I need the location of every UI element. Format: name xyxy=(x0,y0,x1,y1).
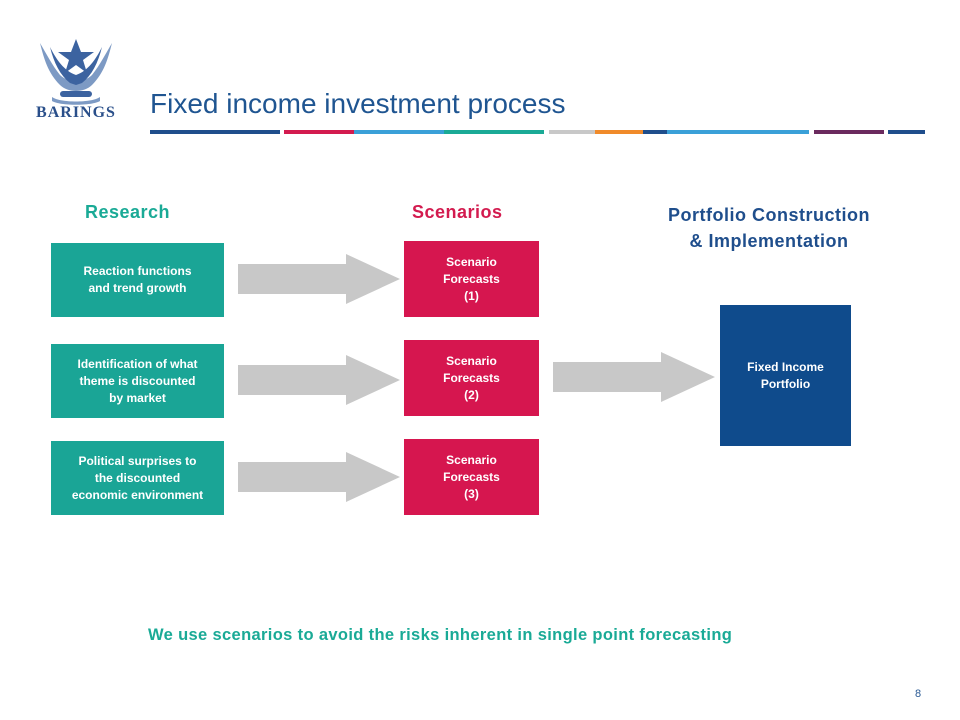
scenarios-heading: Scenarios xyxy=(412,202,503,222)
title-rule-segment xyxy=(814,130,884,134)
scenario-box-2: Scenario Forecasts (2) xyxy=(404,340,539,416)
research-box-3: Political surprises to the discounted ec… xyxy=(51,441,224,515)
portfolio-heading-line2: & Implementation xyxy=(689,231,849,251)
research-box-1: Reaction functions and trend growth xyxy=(51,243,224,317)
scenario-box-text: Scenario xyxy=(446,254,497,269)
summary-statement: We use scenarios to avoid the risks inhe… xyxy=(148,626,733,644)
portfolio-box: Fixed Income Portfolio xyxy=(720,305,851,446)
scenario-box-text: Scenario xyxy=(446,353,497,368)
title-rule-segment xyxy=(150,130,280,134)
research-box-2: Identification of what theme is discount… xyxy=(51,344,224,418)
title-rule-segment xyxy=(284,130,354,134)
portfolio-box-text: Portfolio xyxy=(760,376,811,391)
research-box-text: Political surprises to xyxy=(78,453,197,468)
portfolio-heading: Portfolio Construction & Implementation xyxy=(600,202,938,254)
research-box-text: economic environment xyxy=(71,487,204,502)
research-heading: Research xyxy=(85,202,171,222)
research-box-text: Identification of what xyxy=(77,356,198,371)
scenario-box-3: Scenario Forecasts (3) xyxy=(404,439,539,515)
scenario-box-text: Scenario xyxy=(446,452,497,467)
portfolio-heading-line1: Portfolio Construction xyxy=(668,205,870,225)
research-box-text: the discounted xyxy=(94,470,181,485)
title-rule-segment xyxy=(354,130,444,134)
title-rule-segment xyxy=(667,130,809,134)
title-rule-segment xyxy=(549,130,595,134)
research-box-text: theme is discounted xyxy=(79,373,196,388)
arrow-right-icon xyxy=(238,355,400,405)
arrow-right-icon xyxy=(238,254,400,304)
logo-wordmark: BARINGS xyxy=(36,104,116,121)
scenario-box-text: (3) xyxy=(464,486,479,501)
scenario-box-text: Forecasts xyxy=(443,469,500,484)
title-rule-segment xyxy=(888,130,925,134)
research-box-text: Reaction functions xyxy=(83,264,192,278)
scenario-box-text: Forecasts xyxy=(443,370,500,385)
research-box-text: and trend growth xyxy=(88,281,187,295)
research-box-text: by market xyxy=(109,390,166,405)
barings-logo xyxy=(30,35,122,130)
arrow-right-icon xyxy=(238,452,400,502)
scenario-box-1: Scenario Forecasts (1) xyxy=(404,241,539,317)
title-rule-segment xyxy=(595,130,643,134)
page-title: Fixed income investment process xyxy=(150,88,566,119)
title-rule-segment xyxy=(643,130,667,134)
portfolio-box-text: Fixed Income xyxy=(747,359,824,374)
scenario-box-text: (2) xyxy=(464,387,479,402)
eagle-star-emblem-icon xyxy=(40,39,112,105)
arrow-right-icon xyxy=(553,352,715,402)
scenario-box-text: Forecasts xyxy=(443,271,500,286)
title-rule-segment xyxy=(444,130,544,134)
page-number: 8 xyxy=(915,688,922,700)
scenario-box-text: (1) xyxy=(464,288,479,303)
